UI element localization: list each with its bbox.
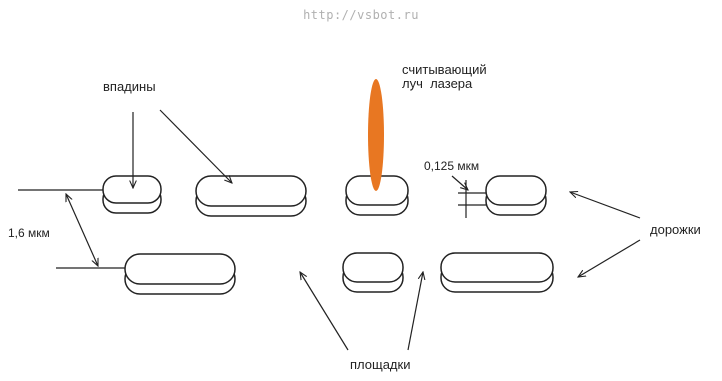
pitch-arrow — [65, 194, 99, 266]
label-lands: площадки — [350, 357, 411, 372]
label-pits: впадины — [103, 79, 156, 94]
laser-beam-shape — [368, 79, 384, 191]
tracks-arrow-2 — [578, 239, 641, 277]
pit-shape-6 — [342, 252, 404, 293]
tracks-arrow-1 — [570, 192, 641, 219]
depth-arrow — [451, 175, 468, 190]
label-tracks: дорожки — [650, 222, 701, 237]
pit-shape-1 — [102, 175, 162, 214]
label-track-depth: 0,125 мкм — [424, 159, 480, 173]
label-laser-line1: считывающий — [402, 62, 487, 77]
pit-shape-2 — [195, 175, 307, 217]
lands-arrow-1 — [300, 272, 349, 351]
label-laser-line2: луч лазера — [402, 76, 473, 91]
pits-arrow-2 — [159, 109, 232, 183]
lands-arrow-2 — [407, 272, 423, 351]
pit-shape-7 — [440, 252, 554, 293]
label-track-pitch: 1,6 мкм — [8, 226, 50, 240]
watermark-url: http://vsbot.ru — [303, 8, 419, 22]
pit-shape-4 — [485, 175, 547, 216]
pit-shape-5 — [124, 253, 236, 295]
